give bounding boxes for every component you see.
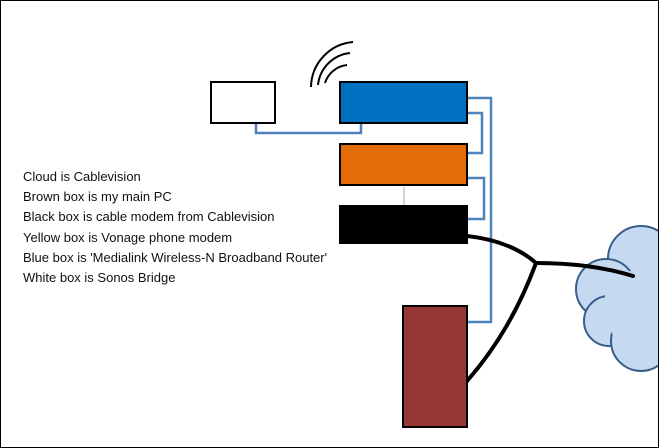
modem-to-splitter-cable <box>465 234 538 265</box>
sonos-bridge-box <box>210 81 276 124</box>
legend-item-cloud: Cloud is Cablevision <box>23 169 141 184</box>
legend: Cloud is Cablevision Brown box is my mai… <box>23 167 327 288</box>
vonage-to-modem-link <box>467 176 486 221</box>
legend-item-brown-box: Brown box is my main PC <box>23 189 172 205</box>
cable-modem-box <box>339 205 468 244</box>
splitter-to-cloud-cable <box>534 261 635 278</box>
legend-item-blue-box: Blue box is 'Medialink Wireless-N Broadb… <box>23 249 328 265</box>
coax-cables <box>465 234 635 383</box>
legend-item-black-box: Black box is cable modem from Cablevisio… <box>23 209 275 225</box>
router-to-vonage-link <box>467 111 484 155</box>
splitter-to-pc-cable <box>465 261 538 383</box>
vonage-modem-box <box>339 143 468 186</box>
cablevision-cloud <box>575 225 658 372</box>
legend-item-yellow-box: Yellow box is Vonage phone modem <box>23 229 233 245</box>
cloud-lobe <box>609 303 649 343</box>
router-to-pc-link <box>467 96 493 324</box>
router-box <box>339 81 468 124</box>
wifi-signal-icon <box>310 41 354 88</box>
legend-item-white-box: White box is Sonos Bridge <box>23 270 176 286</box>
network-links <box>254 96 493 324</box>
bridge-to-router-link <box>254 123 363 135</box>
main-pc-box <box>402 305 468 428</box>
